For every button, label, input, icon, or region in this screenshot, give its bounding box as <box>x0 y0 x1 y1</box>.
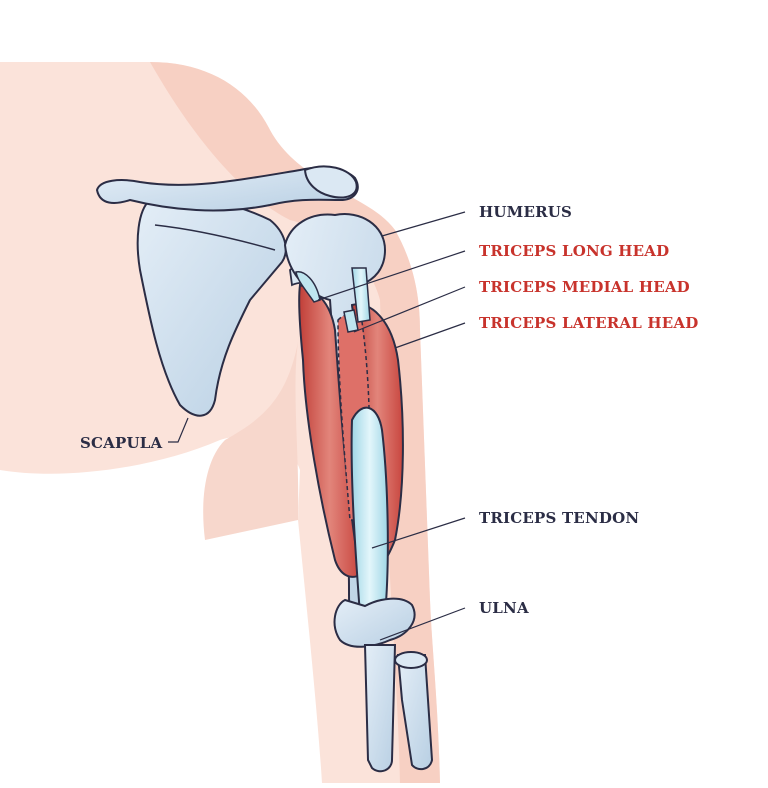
long-head-tendon <box>295 271 321 303</box>
leader-tendon <box>371 517 466 549</box>
radius-shaft <box>396 654 434 771</box>
leader-medial-head <box>353 286 466 333</box>
lateral-head-tendon <box>351 267 371 323</box>
humerus-label: HUMERUS <box>479 203 573 221</box>
leader-ulna <box>379 607 466 641</box>
ulna-shaft <box>363 644 397 773</box>
triceps-tendon-shape <box>350 406 389 616</box>
leader-lateral-head <box>394 322 466 349</box>
leader-scapula <box>168 417 189 443</box>
scapula-label: SCAPULA <box>80 434 163 452</box>
triceps-lateral-head-label: TRICEPS LATERAL HEAD <box>479 314 699 332</box>
acromion <box>303 165 358 199</box>
leader-lines <box>168 211 466 641</box>
triceps-long-head-muscle <box>298 283 362 578</box>
clavicle-bone <box>95 166 359 212</box>
triceps-long-head-label: TRICEPS LONG HEAD <box>479 242 670 260</box>
back-skin <box>203 330 300 540</box>
triceps-medial-head-label: TRICEPS MEDIAL HEAD <box>479 278 690 296</box>
ulna-label: ULNA <box>479 599 529 617</box>
scapula-bone <box>136 195 287 417</box>
leader-humerus <box>381 211 466 237</box>
triceps-tendon-label: TRICEPS TENDON <box>479 509 640 527</box>
scapula-spine <box>154 224 276 251</box>
radius-head <box>394 651 428 669</box>
leader-long-head <box>317 250 466 301</box>
